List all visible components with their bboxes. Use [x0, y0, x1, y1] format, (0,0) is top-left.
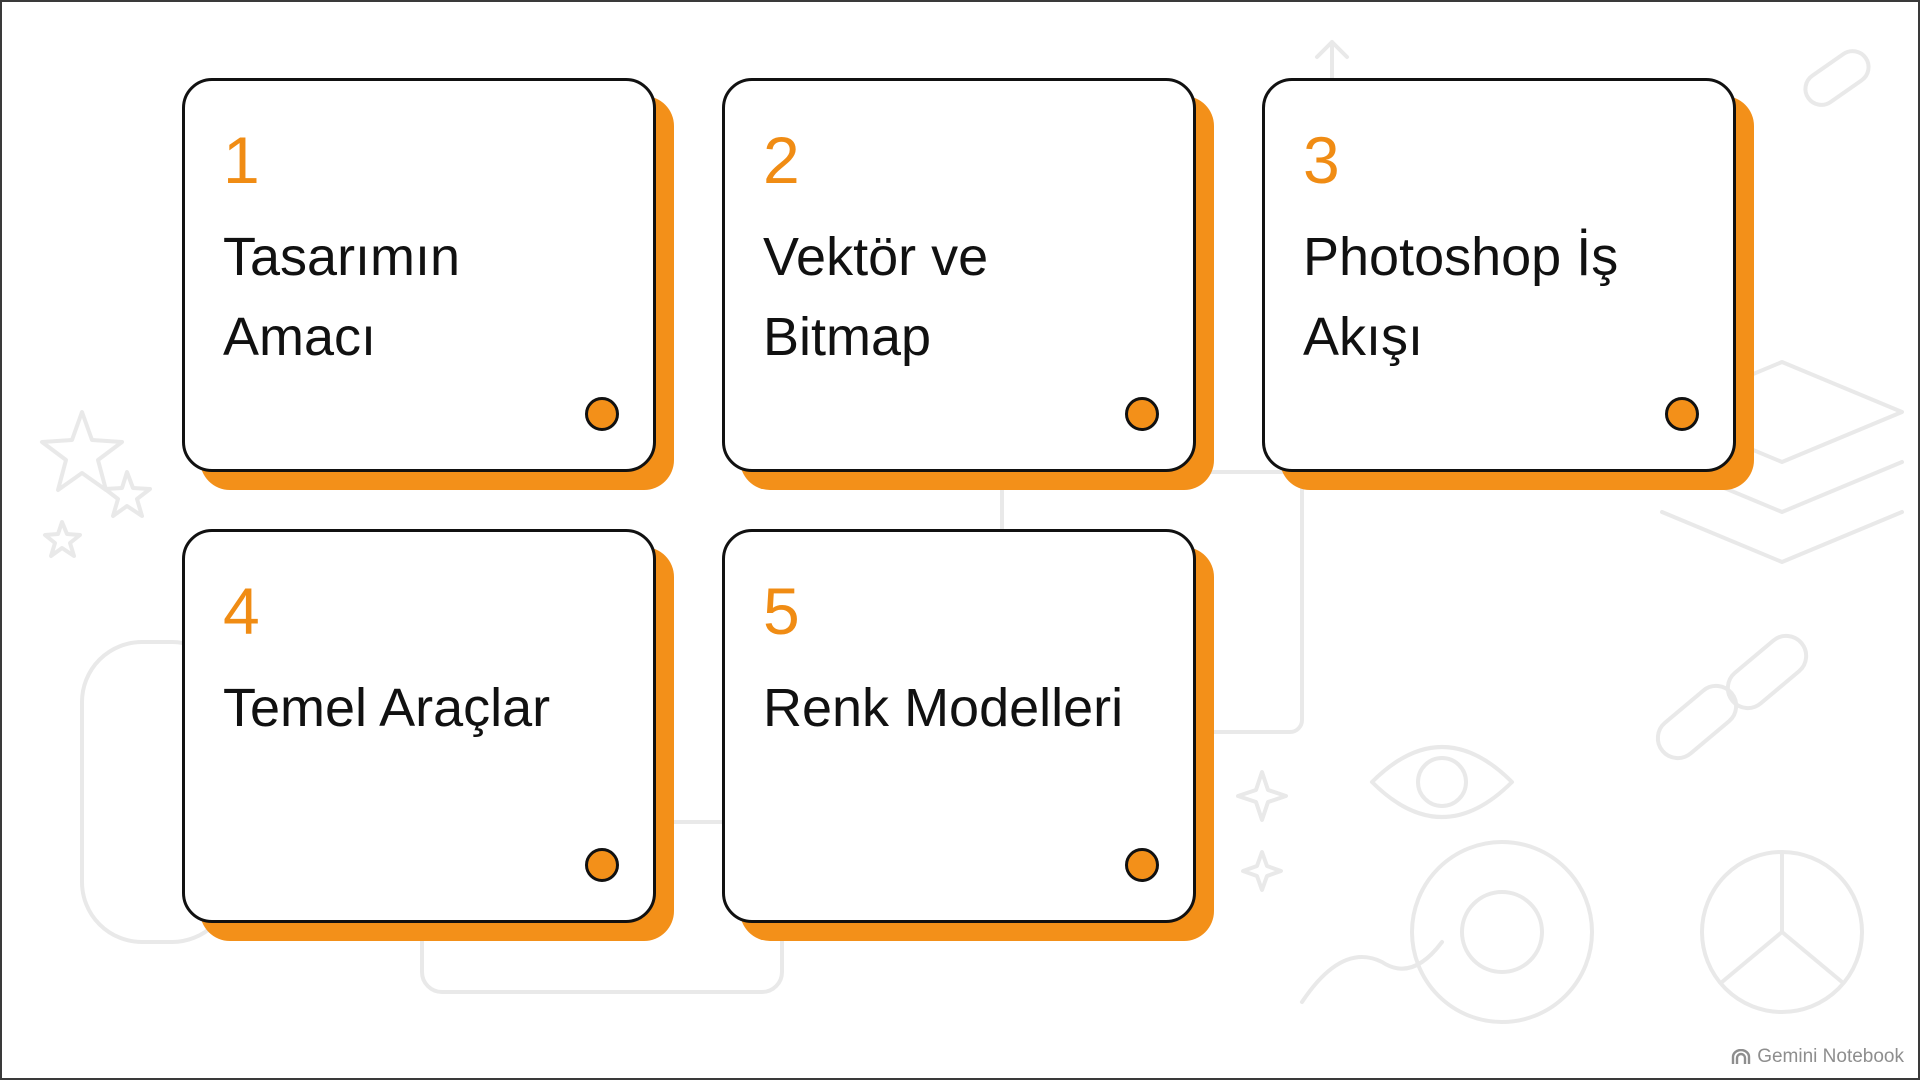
card-number: 1 [223, 123, 260, 197]
topic-card-4[interactable]: 4 Temel Araçlar [182, 529, 676, 941]
card-number: 4 [223, 574, 260, 648]
gemini-notebook-icon [1731, 1049, 1751, 1065]
brand-label: Gemini Notebook [1757, 1046, 1904, 1067]
topic-card-3[interactable]: 3 Photoshop İş Akışı [1262, 78, 1756, 490]
brand-watermark: Gemini Notebook [1731, 1046, 1904, 1068]
orange-dot-icon [1665, 397, 1699, 431]
orange-dot-icon [585, 397, 619, 431]
card-body: 4 Temel Araçlar [182, 529, 656, 923]
card-number: 5 [763, 574, 800, 648]
card-title: Renk Modelleri [763, 678, 1124, 738]
card-body: 1 Tasarımın Amacı [182, 78, 656, 472]
orange-dot-icon [1125, 397, 1159, 431]
orange-dot-icon [585, 848, 619, 882]
orange-dot-icon [1125, 848, 1159, 882]
card-number: 2 [763, 123, 800, 197]
card-title: Tasarımın Amacı [223, 227, 461, 367]
card-title: Photoshop İş Akışı [1303, 227, 1619, 367]
card-title: Vektör ve Bitmap [763, 227, 989, 367]
topic-card-2[interactable]: 2 Vektör ve Bitmap [722, 78, 1216, 490]
topic-card-1[interactable]: 1 Tasarımın Amacı [182, 78, 676, 490]
card-number: 3 [1303, 123, 1340, 197]
card-body: 3 Photoshop İş Akışı [1262, 78, 1736, 472]
card-body: 5 Renk Modelleri [722, 529, 1196, 923]
card-body: 2 Vektör ve Bitmap [722, 78, 1196, 472]
topic-card-5[interactable]: 5 Renk Modelleri [722, 529, 1216, 941]
card-title: Temel Araçlar [223, 678, 551, 738]
